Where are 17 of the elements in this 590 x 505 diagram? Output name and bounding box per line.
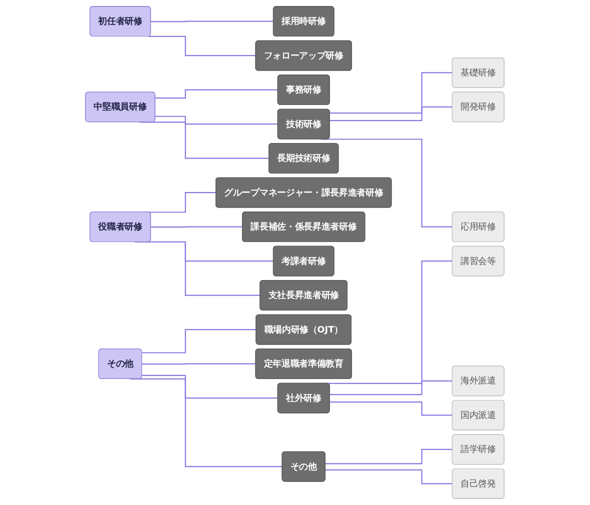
connector — [151, 20, 274, 22]
connector — [330, 380, 454, 396]
connector — [148, 192, 217, 213]
connector — [156, 116, 279, 125]
connector — [148, 36, 257, 56]
connector — [142, 329, 258, 354]
connector — [321, 138, 454, 228]
connector — [151, 226, 244, 228]
connector — [330, 402, 454, 416]
connector — [156, 89, 279, 99]
connector — [142, 363, 257, 365]
connector — [140, 122, 270, 160]
connector — [142, 374, 279, 399]
connector — [326, 469, 454, 484]
connector — [330, 106, 454, 122]
connector — [326, 448, 454, 464]
connector — [330, 72, 454, 114]
